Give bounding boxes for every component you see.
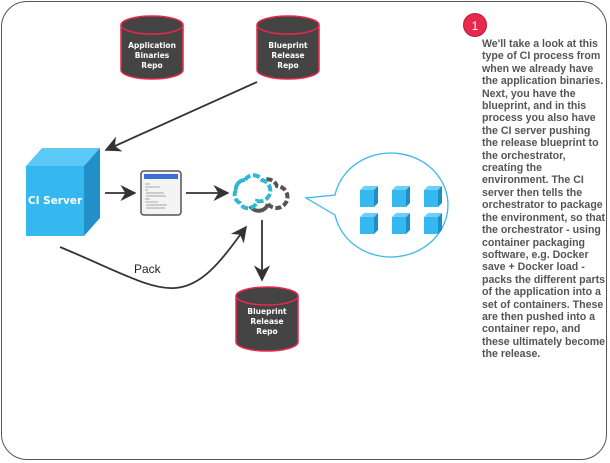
app-binaries-repo[interactable] [120,15,184,80]
blueprint-release-repo-top[interactable] [256,15,320,80]
repo-label-line: Release [271,51,305,60]
repo-label-line: Blueprint [247,307,287,316]
container-cube-icon [360,186,378,207]
container-bubble [303,152,449,258]
repo-label-line: Repo [277,61,299,70]
repo-label-line: Repo [256,327,278,336]
document-icon[interactable] [140,170,182,216]
repo-label-line: Repo [141,61,163,70]
container-group [360,186,442,234]
edge-pack-ci-to-orchestrator [59,225,247,289]
pack-edge-label: Pack [134,262,161,276]
edge-blueprint-repo-to-ci [104,81,258,152]
blueprint-release-repo-bottom-label: Blueprint Release Repo [237,307,297,337]
container-cube-icon [360,213,378,234]
orchestrator-cloud-gear-icon[interactable] [232,173,290,213]
app-binaries-repo-label: Application Binaries Repo [122,41,182,71]
ci-server-label: CI Server [27,195,83,207]
description-note: We'll take a look at this type of CI pro… [482,38,606,361]
container-cube-icon [424,213,442,234]
repo-label-line: Application [128,41,176,50]
container-cube-icon [424,186,442,207]
container-cube-icon [392,213,410,234]
ci-server-cube[interactable] [26,148,100,236]
container-cube-icon [392,186,410,207]
step-number-badge: 1 [463,13,487,37]
repo-label-line: Blueprint [268,41,308,50]
blueprint-release-repo-top-label: Blueprint Release Repo [258,41,318,71]
blueprint-release-repo-bottom[interactable] [235,286,299,352]
repo-label-line: Binaries [134,51,170,60]
repo-label-line: Release [250,317,284,326]
